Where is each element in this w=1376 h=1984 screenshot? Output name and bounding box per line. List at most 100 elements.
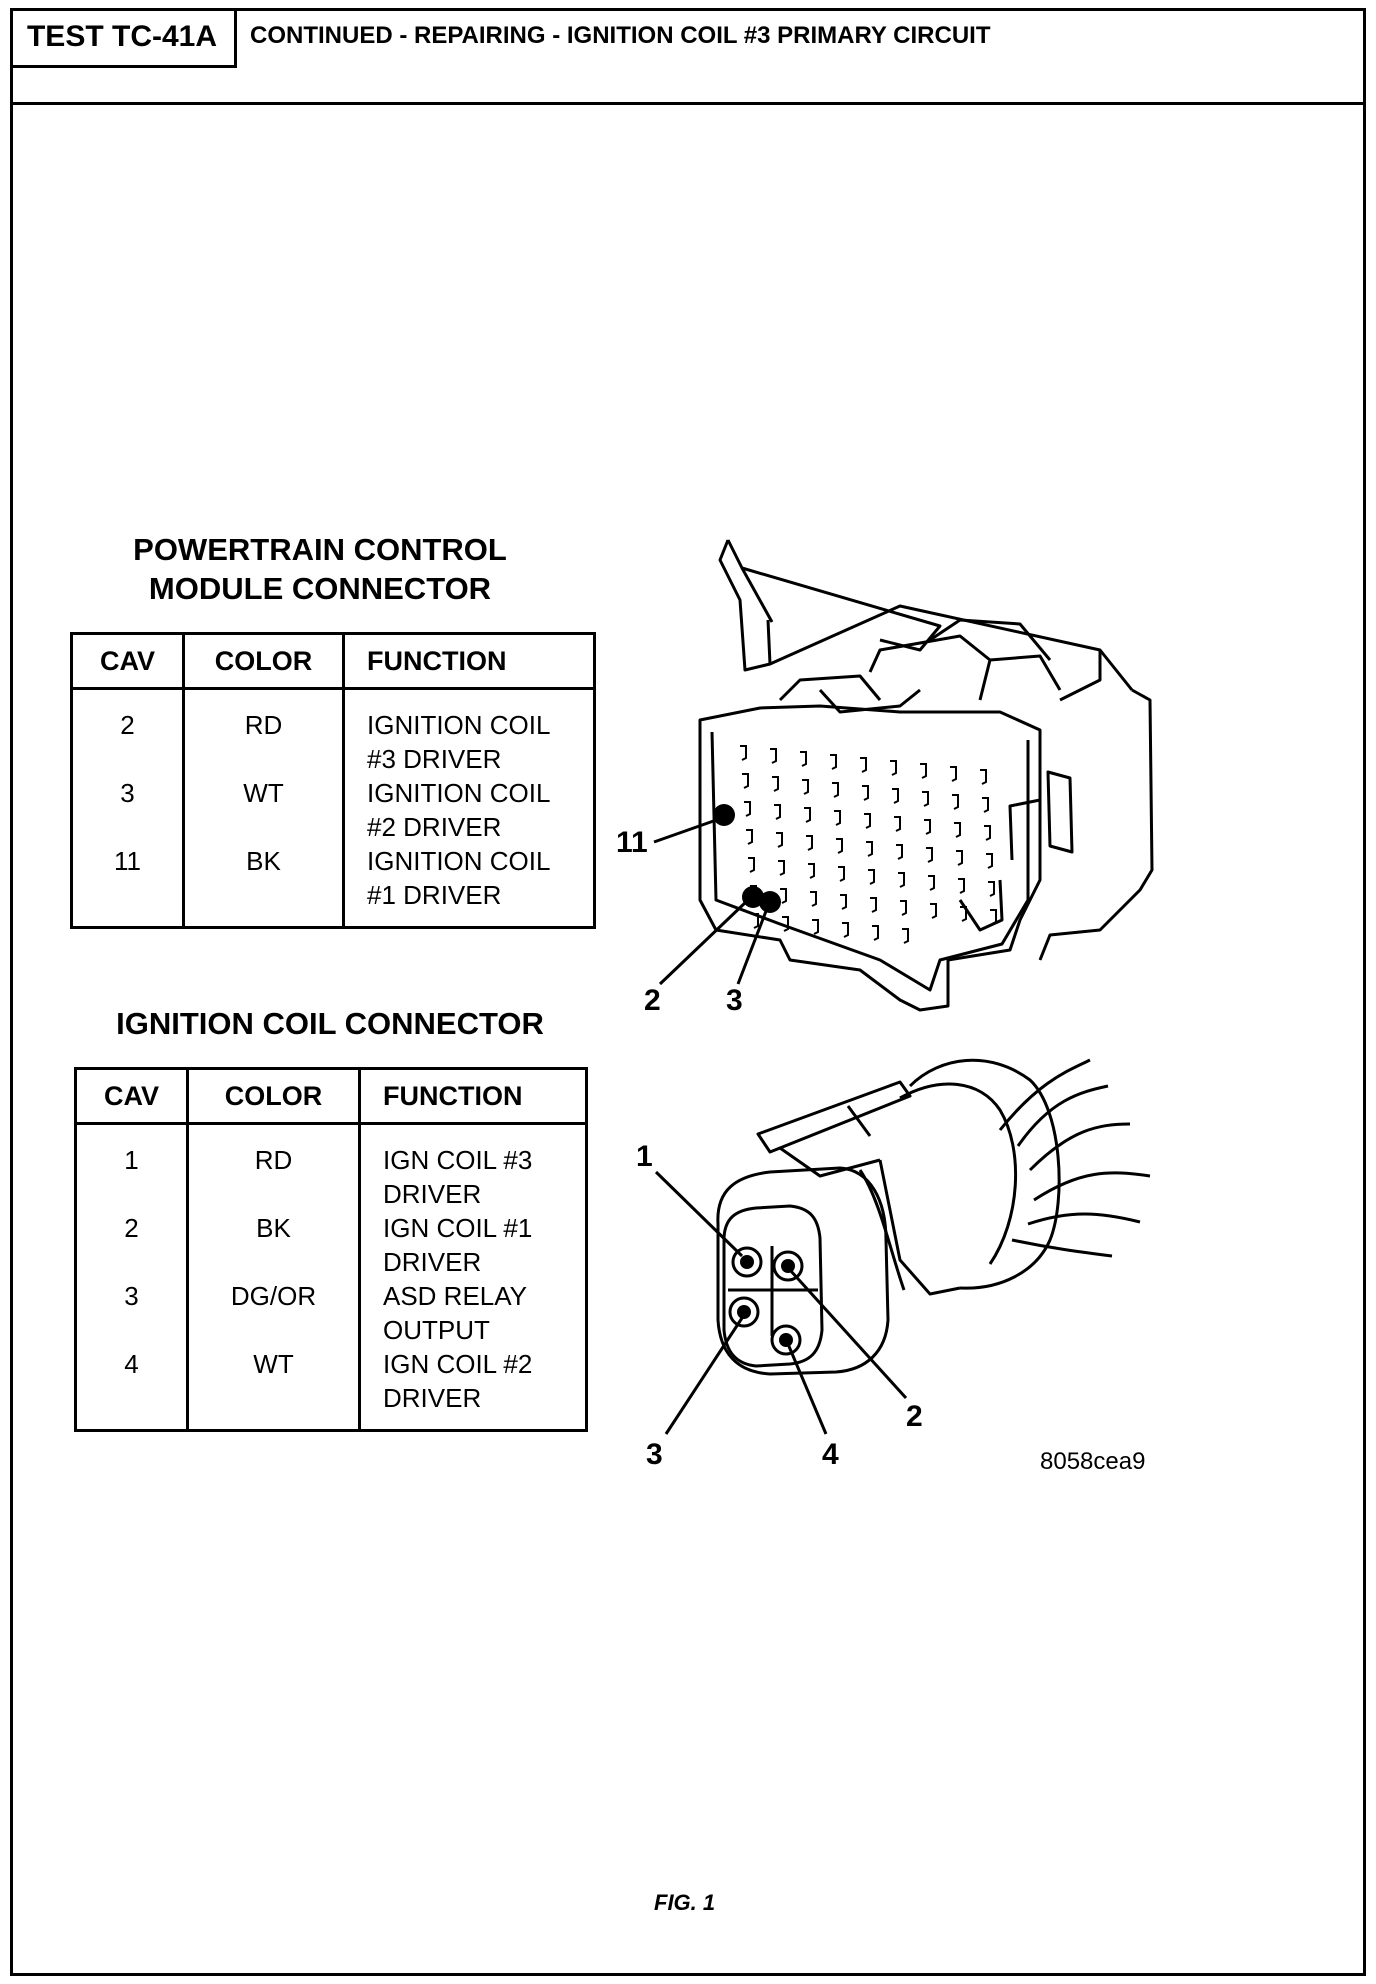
coil-connector-title: IGNITION COIL CONNECTOR — [116, 1006, 544, 1041]
callout-label: 3 — [726, 984, 743, 1017]
cell-color: BK — [186, 1211, 360, 1279]
cell-cav: 3 — [124, 1281, 139, 1311]
test-id: TEST TC-41A — [10, 8, 237, 68]
pcm-pin — [830, 754, 837, 770]
pcm-pin — [960, 906, 967, 922]
pcm-pin — [840, 894, 847, 910]
coil-cavities — [728, 1246, 804, 1356]
cell-color: WT — [186, 1347, 360, 1431]
cell-cav: 2 — [124, 1213, 139, 1243]
cell-function: ASD RELAY OUTPUT — [358, 1279, 587, 1347]
pcm-pin — [860, 757, 867, 773]
pcm-pin — [952, 794, 959, 810]
cell-cav: 1 — [124, 1145, 139, 1175]
pcm-pin — [864, 813, 871, 829]
pcm-pin — [862, 785, 869, 801]
table-header-row: CAV COLOR FUNCTION — [71, 633, 595, 690]
pcm-pin — [836, 838, 843, 854]
pcm-pin — [984, 825, 991, 841]
cell-function: IGN COIL #2 DRIVER — [358, 1347, 587, 1431]
callout-label: 1 — [636, 1140, 653, 1173]
pcm-pin — [838, 866, 845, 882]
pcm-pin — [812, 919, 819, 935]
callout-leader-line — [786, 1343, 828, 1435]
pcm-pin-grid — [740, 745, 997, 944]
pcm-pin — [770, 748, 777, 764]
cell-function: IGNITION COIL #1 DRIVER — [342, 844, 595, 928]
column-header-color: COLOR — [186, 1068, 360, 1125]
pcm-pin — [752, 913, 759, 929]
pcm-pin — [896, 844, 903, 860]
cell-function: IGN COIL #1 DRIVER — [358, 1211, 587, 1279]
column-header-function: FUNCTION — [358, 1068, 587, 1125]
pcm-pin — [834, 810, 841, 826]
pcm-pin — [780, 888, 787, 904]
cell-cav: 11 — [114, 846, 141, 876]
callout-leader-line — [658, 898, 750, 986]
callout-label: 3 — [646, 1438, 663, 1471]
pcm-pin — [958, 878, 965, 894]
coil-cavity-dot — [737, 1305, 751, 1319]
pcm-pin — [892, 788, 899, 804]
coil-cavity-ring — [728, 1296, 760, 1328]
pcm-pin — [808, 863, 815, 879]
cell-color: WT — [182, 776, 344, 844]
pcm-cavity-dot — [713, 804, 735, 826]
column-header-function: FUNCTION — [342, 633, 595, 690]
pcm-pin — [890, 760, 897, 776]
pcm-pin — [982, 797, 989, 813]
pcm-pin — [986, 853, 993, 869]
column-header-color: COLOR — [182, 633, 344, 690]
pcm-pin — [924, 819, 931, 835]
coil-cavity-ring — [772, 1250, 804, 1282]
pcm-connector-illustration — [698, 539, 1154, 1012]
pcm-pin — [920, 763, 927, 779]
coil-cavity-dot — [781, 1259, 795, 1273]
coil-cavity-ring — [731, 1246, 763, 1278]
pcm-pin — [872, 925, 879, 941]
cell-function: IGN COIL #3 DRIVER — [358, 1123, 587, 1211]
pcm-cavity-dot — [759, 891, 781, 913]
pcm-pin — [894, 816, 901, 832]
column-header-cav: CAV — [75, 1068, 188, 1125]
pcm-connector-title: POWERTRAIN CONTROL MODULE CONNECTOR — [133, 532, 507, 606]
callout-leader-line — [654, 1170, 744, 1258]
coil-cavity-dot — [779, 1333, 793, 1347]
pcm-pin — [772, 776, 779, 792]
page-frame — [10, 8, 1366, 1976]
pcm-pin — [776, 832, 783, 848]
pcm-highlighted-cavities — [713, 804, 781, 913]
pcm-pin — [956, 850, 963, 866]
cell-cav: 2 — [120, 710, 135, 740]
pcm-pin — [740, 745, 747, 761]
pcm-pin — [802, 779, 809, 795]
pcm-pin — [902, 928, 909, 944]
callout-label: 4 — [822, 1438, 839, 1471]
cell-function: IGNITION COIL #3 DRIVER — [342, 688, 595, 776]
pcm-pin — [866, 841, 873, 857]
pcm-pin — [744, 801, 751, 817]
pcm-pin — [954, 822, 961, 838]
pcm-pin — [800, 751, 807, 767]
figure-caption: FIG. 1 — [654, 1890, 716, 1915]
coil-cavity-dot — [740, 1255, 754, 1269]
pcm-pin — [990, 909, 997, 925]
page-title: CONTINUED - REPAIRING - IGNITION COIL #3… — [250, 22, 991, 49]
coil-cavity-ring — [770, 1324, 802, 1356]
pcm-pin — [806, 835, 813, 851]
pcm-pin — [742, 773, 749, 789]
figure-id: 8058cea9 — [1040, 1448, 1146, 1475]
callout-leader-line — [664, 1317, 744, 1435]
pcm-pin — [980, 769, 987, 785]
header-divider — [10, 102, 1366, 105]
pcm-pin — [988, 881, 995, 897]
